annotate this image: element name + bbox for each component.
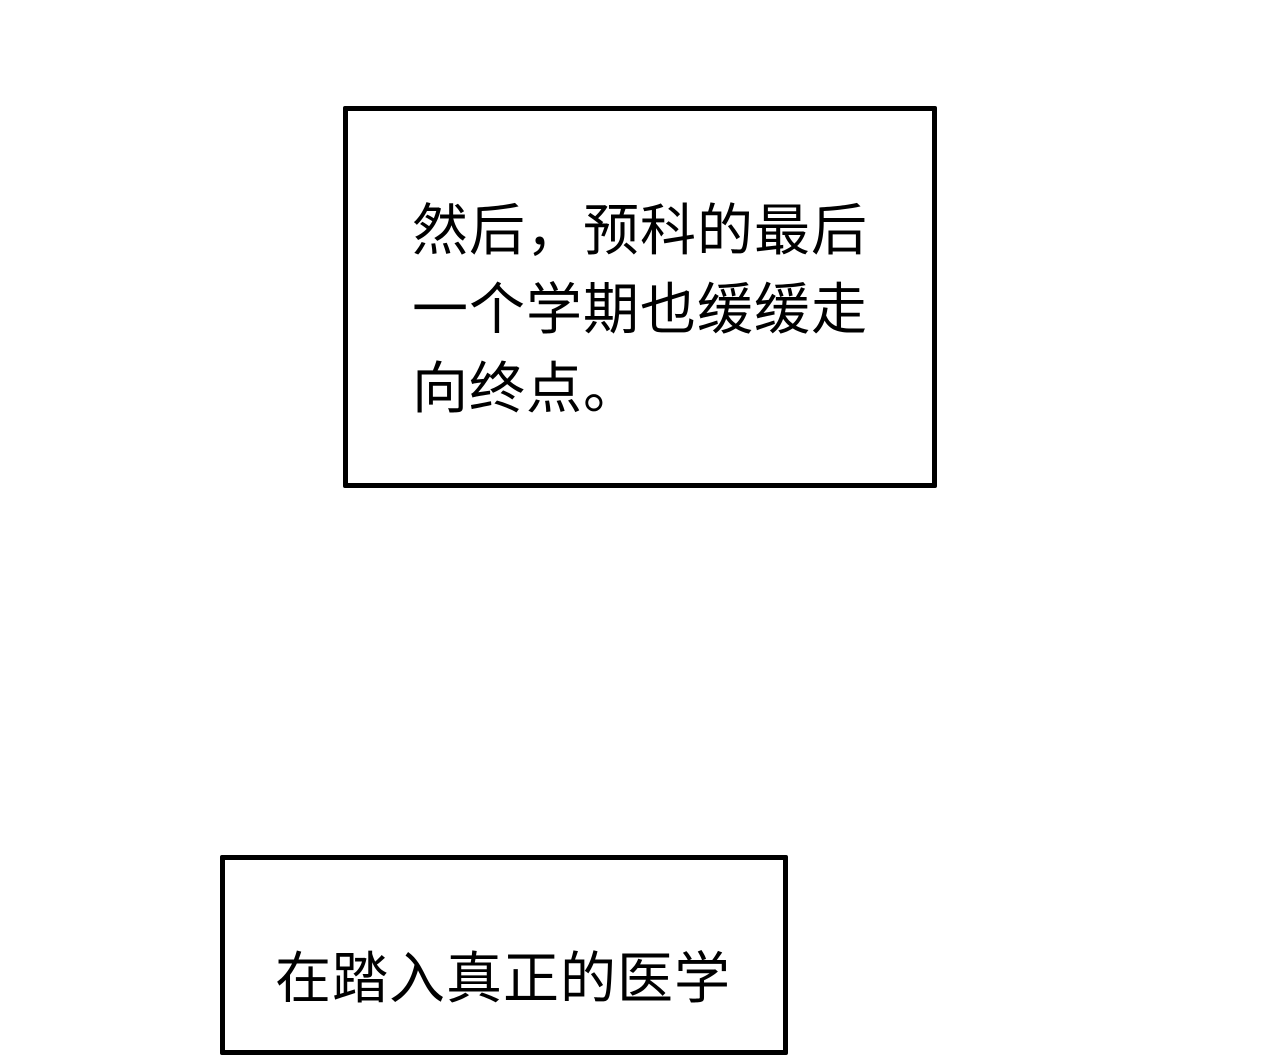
caption-1-line-3: 向终点。 <box>412 357 640 422</box>
caption-1-line-1: 然后，预科的最后 <box>412 199 868 264</box>
caption-box-1: 然后，预科的最后 一个学期也缓缓走 向终点。 <box>343 106 937 488</box>
caption-1-line-2: 一个学期也缓缓走 <box>412 278 868 343</box>
caption-box-2: 在踏入真正的医学 <box>220 855 788 1055</box>
caption-2-line-1: 在踏入真正的医学 <box>275 947 731 1012</box>
caption-text-2: 在踏入真正的医学 <box>275 940 731 1019</box>
caption-text-1: 然后，预科的最后 一个学期也缓缓走 向终点。 <box>412 192 868 429</box>
